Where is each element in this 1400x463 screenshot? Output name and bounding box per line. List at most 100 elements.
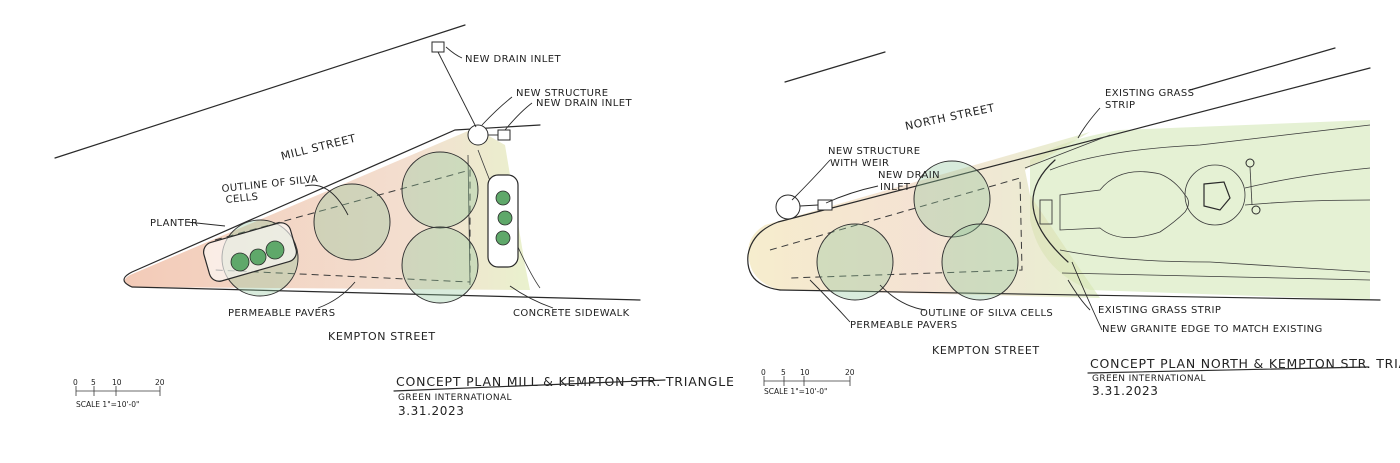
leader-line [186,221,226,227]
street-name-kempton: KEMPTON STREET [328,330,436,343]
grass-strip-edge [1024,134,1111,169]
planter [202,222,298,282]
shrub-icon [249,248,267,266]
shrub-icon [230,252,250,272]
label-new-structure: NEW STRUCTURE [516,88,608,99]
scale-tick-label: 20 [845,368,855,377]
scale-tick-label: 20 [155,378,165,387]
silva-cell-outline [769,177,1023,279]
shrub-icon [265,240,285,260]
scale-tick-label: 5 [91,378,96,387]
median-island [1059,171,1189,239]
leader-line [1071,261,1103,331]
leader-line [825,185,879,204]
leader-line [509,285,554,309]
existing-grass-strip [1030,120,1370,300]
right-plan: NORTH STREET EXISTING GRASS STRIP NEW ST… [747,47,1400,398]
label-existing-grass-strip-south: EXISTING GRASS STRIP [1098,305,1221,316]
leader-line [1067,279,1091,311]
label-planter: PLANTER [150,218,198,229]
leader-line [879,284,926,311]
scale-bar: 0 5 10 20 SCALE 1"=10'-0" [73,378,165,409]
shrub-icon [495,190,511,206]
shrub-icon [495,230,511,246]
drain-structure-icon [467,124,489,146]
label-with-weir: WITH WEIR [830,158,889,169]
tree-canopy [401,226,479,304]
post-icon [1251,205,1261,215]
drain-inlet-icon [497,129,511,141]
tree-canopy [816,223,894,301]
title-underline [393,379,666,392]
label-new-drain-inlet: NEW DRAIN INLET [536,98,632,109]
label-permeable-pavers: PERMEABLE PAVERS [850,320,957,331]
leader-line [791,159,831,201]
street-name-mill: MILL STREET [280,132,358,163]
label-permeable-pavers: PERMEABLE PAVERS [228,308,335,319]
leader-line [481,96,513,126]
label-outline-silva-cells: OUTLINE OF SILVA CELLS [920,308,1053,319]
leader-line [1077,107,1101,139]
mill-street-curb [123,124,541,288]
permeable-paver-area [748,132,1100,298]
label-outline-silva: OUTLINE OF SILVA [221,174,318,195]
rotary-circle [1184,164,1246,226]
scale-label: SCALE 1"=10'-0" [764,387,827,396]
scale-tick-label: 0 [73,378,78,387]
granite-edge [1032,159,1069,263]
label-new-drain: NEW DRAIN [878,170,940,181]
drain-pipe [437,51,477,128]
label-inlet: INLET [880,182,911,193]
label-new-structure: NEW STRUCTURE [828,146,920,157]
kempton-street-curb [779,289,1381,301]
road-lane [1059,249,1371,273]
north-street-curb [747,67,1371,291]
leader-line [809,279,851,323]
drain-pipe [799,204,819,207]
tree-canopy [313,183,391,261]
label-granite-edge: NEW GRANITE EDGE TO MATCH EXISTING [1102,324,1323,335]
drain-structure-icon [775,194,801,220]
scale-tick-label: 10 [112,378,122,387]
leader-line [317,281,356,309]
leader-line [304,184,349,216]
label-new-drain-inlet-top: NEW DRAIN INLET [465,54,561,65]
mill-street-north-curb [54,24,466,159]
left-plan: NEW DRAIN INLET NEW STRUCTURE NEW DRAIN … [54,24,735,418]
sidewalk-edge [467,154,471,286]
plan-date: 3.31.2023 [398,404,464,418]
scale-tick-label: 5 [781,368,786,377]
road-lane [1049,124,1371,171]
plan-title: CONCEPT PLAN NORTH & KEMPTON STR. TRIANG… [1090,356,1400,371]
kempton-street-curb [131,286,641,301]
post-line [1249,166,1253,206]
median-curb-cut [1039,199,1053,225]
label-existing-grass-strip: STRIP [1105,100,1135,111]
road-lane [1244,167,1371,189]
plan-title: CONCEPT PLAN MILL & KEMPTON STR. TRIANGL… [396,374,735,389]
title-underline [1087,366,1369,374]
street-name-north: NORTH STREET [904,101,996,133]
rotary-monument-icon [1203,181,1231,211]
tree-canopy [941,223,1019,301]
street-name-kempton: KEMPTON STREET [932,344,1040,357]
scale-tick-label: 10 [800,368,810,377]
north-street-north-curb [784,51,886,83]
firm-name: GREEN INTERNATIONAL [398,393,512,403]
scale-label: SCALE 1"=10'-0" [76,400,139,409]
north-street-north-curb [1189,47,1336,91]
scale-bar: 0 5 10 20 SCALE 1"=10'-0" [761,368,855,396]
drain-inlet-icon [431,41,445,53]
road-lane [1244,199,1371,206]
shrub-icon [497,210,513,226]
plan-date: 3.31.2023 [1092,384,1158,398]
tree-canopy [401,151,479,229]
firm-name: GREEN INTERNATIONAL [1092,374,1206,384]
label-outline-silva-cells: CELLS [225,192,259,206]
scale-tick-label: 0 [761,368,766,377]
label-existing-grass: EXISTING GRASS [1105,88,1194,99]
leader-line [504,102,533,131]
leader-line [445,46,463,59]
